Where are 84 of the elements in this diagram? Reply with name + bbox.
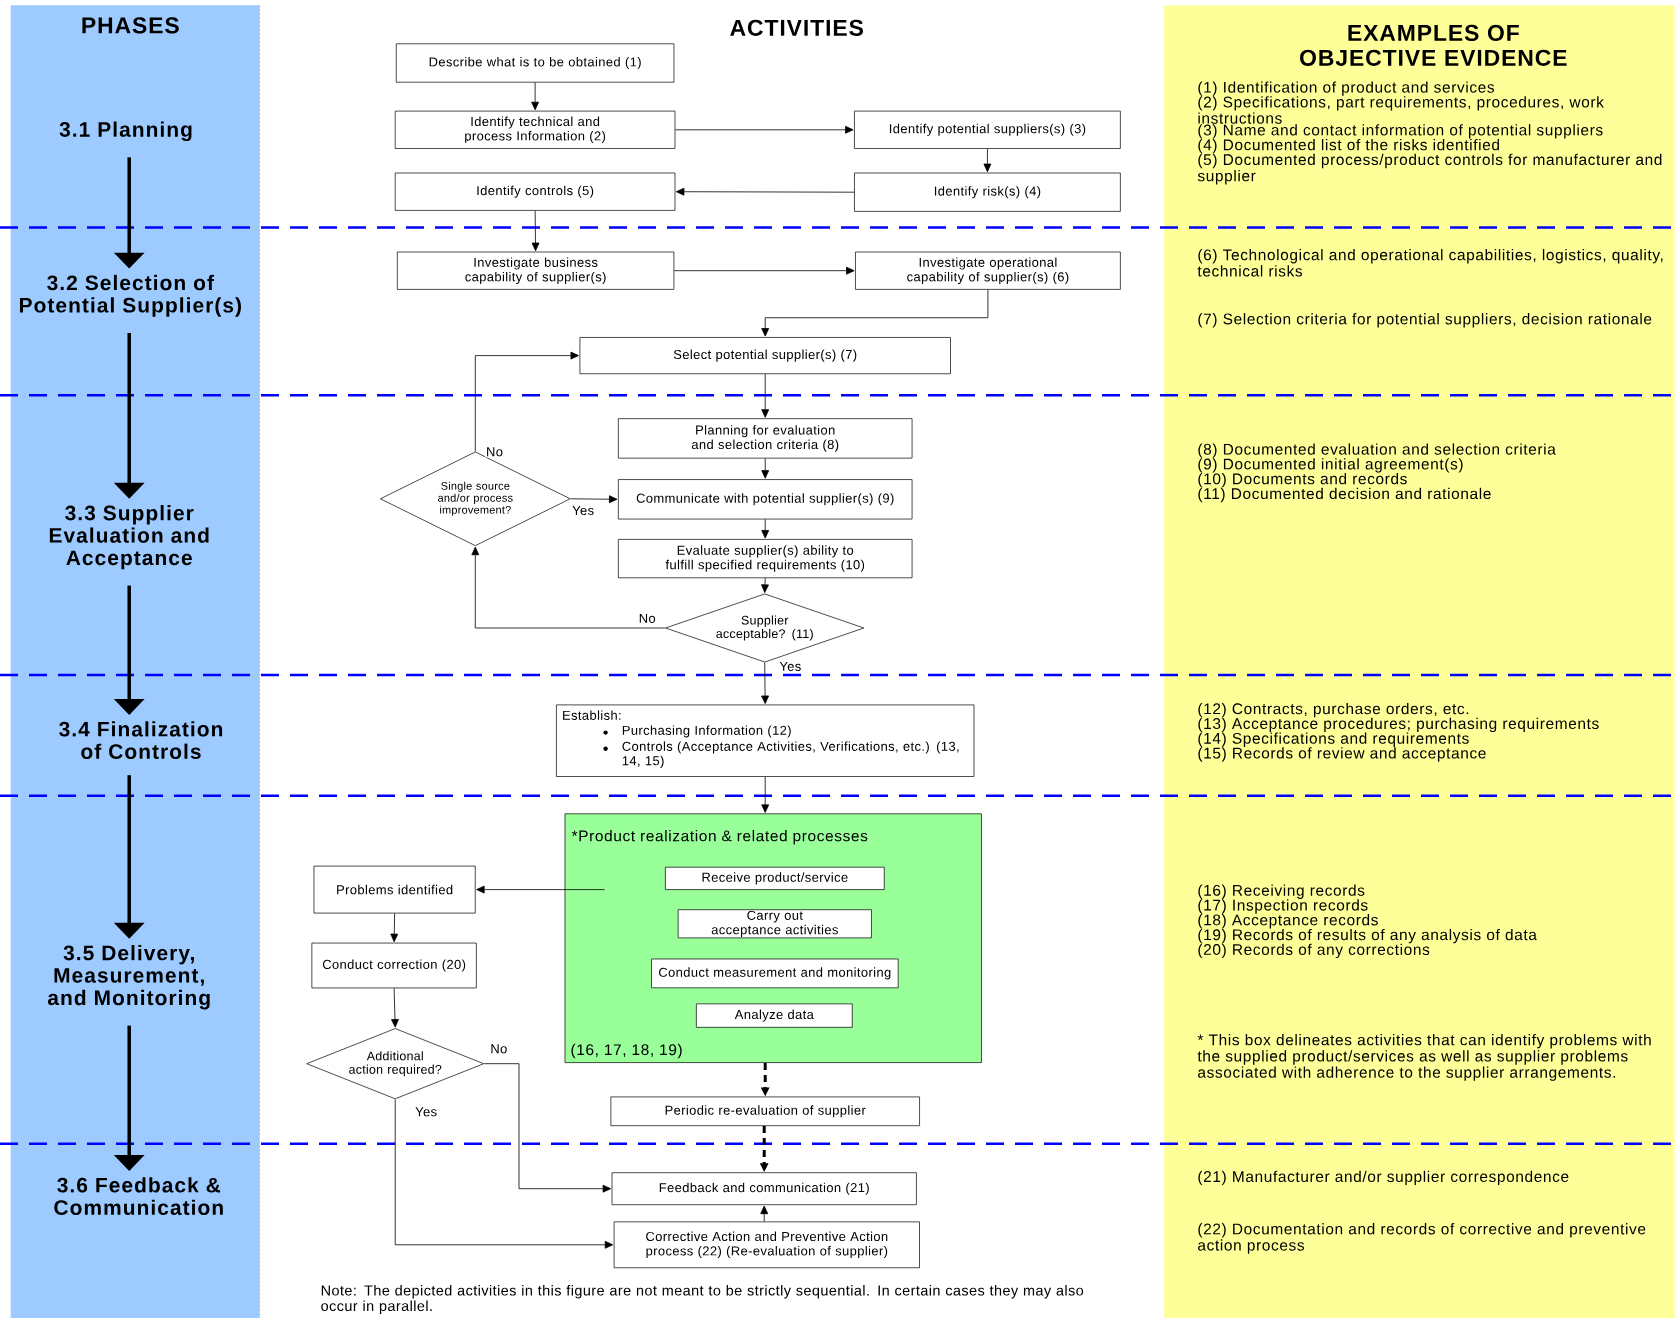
arrow bbox=[476, 885, 605, 894]
evidence-text: (6) Technological and operational capabilities, logistics, quality, technical risks bbox=[1197, 249, 1663, 277]
evidence-text: (9) Documented initial agreement(s) bbox=[1198, 458, 1463, 473]
process-box: Identify potential suppliers(s) (3) bbox=[854, 110, 1121, 149]
phase-label: 3.1 Planning bbox=[59, 121, 192, 142]
edge-label: Yes bbox=[414, 1106, 439, 1118]
arrow bbox=[761, 458, 770, 479]
column-heading: EXAMPLES OF OBJECTIVE EVIDENCE bbox=[1300, 24, 1567, 66]
process-box: Identify risk(s) (4) bbox=[854, 172, 1121, 212]
phase-label: 3.3 Supplier Evaluation and Acceptance bbox=[49, 505, 209, 570]
process-box: Select potential supplier(s) (7) bbox=[579, 337, 951, 375]
evidence-text: (12) Contracts, purchase orders, etc. bbox=[1198, 702, 1469, 718]
process-box: Communicate with potential supplier(s) (9) bbox=[618, 479, 913, 520]
process-box: Feedback and communication (21) bbox=[611, 1172, 917, 1206]
arrow bbox=[761, 373, 770, 418]
evidence-text: (4) Documented list of the risks identified bbox=[1198, 138, 1499, 154]
column-heading: PHASES bbox=[82, 17, 179, 34]
process-box: Problems identified bbox=[313, 865, 476, 914]
process-box: Identify technical and process Information (2) bbox=[394, 110, 676, 149]
evidence-text: (19) Records of results of any analysis of data bbox=[1198, 928, 1537, 944]
note-text: Note: The depicted activities in this figure are not meant to be strictly sequential. In certain cases they may also occur in parallel. bbox=[321, 1285, 1084, 1314]
process-box: Establish: Purchasing Information (12) Controls (Acceptance Activities, Verifications, etc.) (13, 14, 15) bbox=[556, 704, 975, 777]
arrow bbox=[471, 546, 666, 629]
process-box: Corrective Action and Preventive Action process (22) (Re-evaluation of supplier) bbox=[613, 1221, 920, 1269]
evidence-text: (21) Manufacturer and/or supplier correspondence bbox=[1198, 1170, 1569, 1186]
arrow bbox=[760, 1205, 769, 1222]
edge-label: Yes bbox=[778, 660, 803, 672]
arrow bbox=[675, 187, 855, 196]
process-box: Describe what is to be obtained (1) bbox=[395, 43, 675, 83]
process-box: Conduct correction (20) bbox=[311, 942, 477, 989]
process-box: Identify controls (5) bbox=[394, 172, 676, 211]
process-box: Planning for evaluation and selection criteria (8) bbox=[618, 418, 913, 459]
process-box: Carry out acceptance activities bbox=[677, 909, 872, 939]
edge-label: No bbox=[489, 1043, 509, 1055]
evidence-text: (20) Records of any corrections bbox=[1198, 943, 1430, 959]
evidence-text: (5) Documented process/product controls for manufacturer and supplier bbox=[1197, 153, 1662, 185]
arrow bbox=[531, 210, 540, 252]
evidence-text: (1) Identification of product and services bbox=[1198, 81, 1495, 96]
arrow bbox=[483, 1063, 612, 1193]
arrow bbox=[391, 987, 399, 1028]
evidence-text: (16) Receiving records bbox=[1198, 884, 1365, 899]
phase-column bbox=[10, 5, 260, 1318]
arrow bbox=[673, 266, 855, 275]
arrow bbox=[761, 577, 769, 593]
edge-label: Yes bbox=[571, 505, 596, 516]
process-box: Investigate business capability of supplier(s) bbox=[396, 251, 675, 290]
phase-label: 3.4 Finalization of Controls bbox=[59, 721, 223, 759]
evidence-text: (10) Documents and records bbox=[1198, 473, 1407, 488]
evidence-text: (7) Selection criteria for potential suppliers, decision rationale bbox=[1198, 313, 1652, 328]
arrow bbox=[570, 495, 618, 504]
phase-label: 3.6 Feedback & Communication bbox=[54, 1177, 223, 1215]
evidence-text: (8) Documented evaluation and selection criteria bbox=[1198, 443, 1556, 458]
process-box: Periodic re-evaluation of supplier bbox=[610, 1096, 920, 1127]
process-box: Evaluate supplier(s) ability to fulfill specified requirements (10) bbox=[618, 539, 913, 579]
arrow bbox=[761, 662, 769, 704]
evidence-text: * This box delineates activities that can identify problems with the supplied product/services as well as supplier problems associated with adherence to the supplier arrangements. bbox=[1197, 1034, 1651, 1081]
arrow bbox=[674, 125, 854, 134]
arrow bbox=[761, 289, 989, 337]
evidence-column bbox=[1164, 5, 1675, 1318]
evidence-text: (17) Inspection records bbox=[1198, 899, 1368, 914]
evidence-text: (22) Documentation and records of corrective and preventive action process bbox=[1198, 1223, 1646, 1254]
arrow bbox=[394, 1098, 614, 1249]
arrow bbox=[474, 351, 579, 452]
arrow bbox=[983, 148, 992, 173]
evidence-text: (3) Name and contact information of potential suppliers bbox=[1198, 124, 1603, 139]
evidence-text: (15) Records of review and acceptance bbox=[1198, 747, 1486, 762]
evidence-text: (11) Documented decision and rationale bbox=[1198, 487, 1491, 503]
evidence-text: (14) Specifications and requirements bbox=[1198, 732, 1469, 747]
process-box: Analyze data bbox=[696, 1003, 853, 1028]
arrow bbox=[390, 913, 399, 943]
arrow bbox=[761, 519, 770, 539]
phase-label: 3.2 Selection of Potential Supplier(s) bbox=[20, 274, 241, 317]
arrow bbox=[531, 82, 539, 111]
arrow bbox=[761, 776, 770, 813]
section-heading: ACTIVITIES bbox=[730, 19, 863, 36]
evidence-text: (18) Acceptance records bbox=[1198, 914, 1378, 929]
process-box: Conduct measurement and monitoring bbox=[651, 958, 899, 989]
edge-label: No bbox=[637, 612, 657, 624]
evidence-text: (2) Specifications, part requirements, procedures, work instructions bbox=[1198, 96, 1604, 124]
phase-label: 3.5 Delivery, Measurement, and Monitoring bbox=[47, 945, 210, 1010]
process-box: Receive product/service bbox=[665, 866, 885, 890]
evidence-text: (13) Acceptance procedures; purchasing requirements bbox=[1198, 717, 1599, 733]
edge-label: No bbox=[485, 446, 504, 458]
process-box: Investigate operational capability of supplier(s) (6) bbox=[855, 251, 1121, 290]
